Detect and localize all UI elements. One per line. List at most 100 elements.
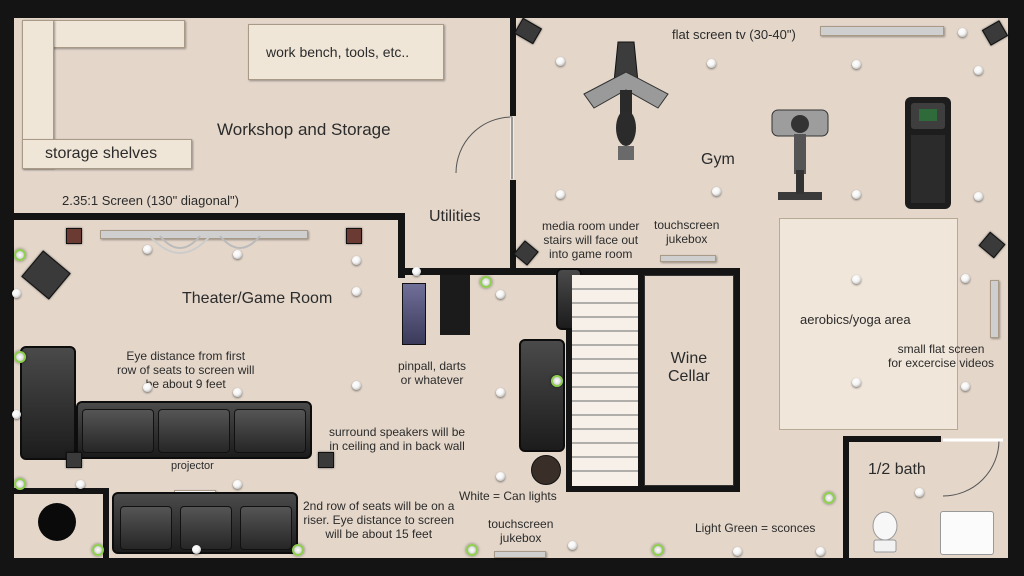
wall-utilities-right: [398, 213, 405, 278]
can-light: [192, 545, 201, 554]
workbench-label: work bench, tools, etc..: [266, 44, 410, 60]
utilities-label: Utilities: [429, 208, 481, 225]
sconce-light: [551, 375, 563, 387]
front-left-speaker: [66, 228, 82, 244]
can-light: [733, 547, 742, 556]
theater-label: Theater/Game Room: [182, 290, 333, 307]
projection-screen: [100, 230, 308, 239]
wall-stairs-left: [566, 275, 572, 490]
can-light: [496, 290, 505, 299]
round-table: [531, 455, 561, 485]
front-right-speaker: [346, 228, 362, 244]
staircase: [572, 275, 638, 486]
aerobics-area: [779, 218, 958, 430]
bath-door: [942, 438, 1003, 497]
flat-tv-label: flat screen tv (30-40"): [672, 27, 796, 42]
workbench: [248, 24, 444, 80]
can-light: [915, 488, 924, 497]
flat-tv: [820, 26, 944, 36]
treadmill-icon: [905, 97, 951, 209]
wall-wine-left: [638, 268, 644, 490]
can-light: [961, 274, 970, 283]
can-light: [12, 410, 21, 419]
pinball-machine: [402, 283, 426, 345]
game-speaker-left: [513, 240, 539, 266]
side-speaker-left: [66, 452, 82, 468]
wall-wine-bottom: [566, 486, 740, 492]
wall-wine-right: [734, 268, 740, 490]
wall-bath-top: [843, 436, 941, 442]
can-light: [233, 388, 242, 397]
storage-shelves-label: storage shelves: [45, 145, 158, 162]
wall-closet-top: [14, 488, 109, 494]
can-light: [352, 287, 361, 296]
can-light: [568, 541, 577, 550]
sconce-light: [92, 544, 104, 556]
bath-label: 1/2 bath: [868, 461, 926, 478]
gym-speaker-right: [978, 231, 1006, 259]
sconce-light: [652, 544, 664, 556]
corner-speaker-left: [21, 250, 71, 300]
can-light: [143, 245, 152, 254]
first-row-sofa: [76, 401, 312, 459]
screen-label: 2.35:1 Screen (130" diagonal"): [62, 193, 239, 208]
round-object: [38, 503, 76, 541]
gym-label: Gym: [701, 151, 735, 168]
can-light: [556, 57, 565, 66]
can-light: [143, 383, 152, 392]
can-light: [961, 382, 970, 391]
wall-closet-right: [103, 488, 109, 558]
can-light: [958, 28, 967, 37]
white-legend: White = Can lights: [459, 489, 557, 503]
wall-bath-left: [843, 436, 849, 558]
can-light: [412, 267, 421, 276]
wall-workshop-gym: [510, 18, 516, 116]
first-row-sofa-left: [20, 346, 76, 460]
touchscreen-bottom: [494, 551, 546, 558]
screen-sound-waves: [149, 235, 261, 254]
projector-label: projector: [171, 460, 214, 472]
arcade-cabinet: [440, 275, 470, 335]
storage-shelves: [22, 139, 192, 169]
can-light: [852, 378, 861, 387]
can-light: [974, 66, 983, 75]
can-light: [556, 190, 565, 199]
sconce-light: [823, 492, 835, 504]
workshop-door: [455, 116, 514, 179]
sconce-light: [14, 351, 26, 363]
toilet-icon: [872, 511, 898, 553]
gym-speaker-top-left: [513, 17, 543, 45]
small-flat-screen: [990, 280, 999, 338]
wall-top: [0, 0, 1024, 18]
can-light: [974, 192, 983, 201]
sconce-light: [292, 544, 304, 556]
workshop-label: Workshop and Storage: [217, 120, 391, 139]
weight-machine-icon: [583, 41, 669, 160]
sconce-light: [14, 249, 26, 261]
can-light: [352, 256, 361, 265]
game-room-sofa: [519, 339, 565, 452]
wall-left: [0, 0, 14, 576]
sconce-light: [480, 276, 492, 288]
can-light: [12, 289, 21, 298]
exercise-bike-icon: [771, 109, 829, 200]
can-light: [233, 480, 242, 489]
can-light: [852, 275, 861, 284]
can-light: [707, 59, 716, 68]
can-light: [233, 250, 242, 259]
wine-cellar-room: [644, 275, 734, 486]
can-light: [712, 187, 721, 196]
sink-icon: [940, 511, 994, 555]
can-light: [352, 381, 361, 390]
wall-workshop-gym-lower: [510, 180, 516, 275]
can-light: [852, 60, 861, 69]
